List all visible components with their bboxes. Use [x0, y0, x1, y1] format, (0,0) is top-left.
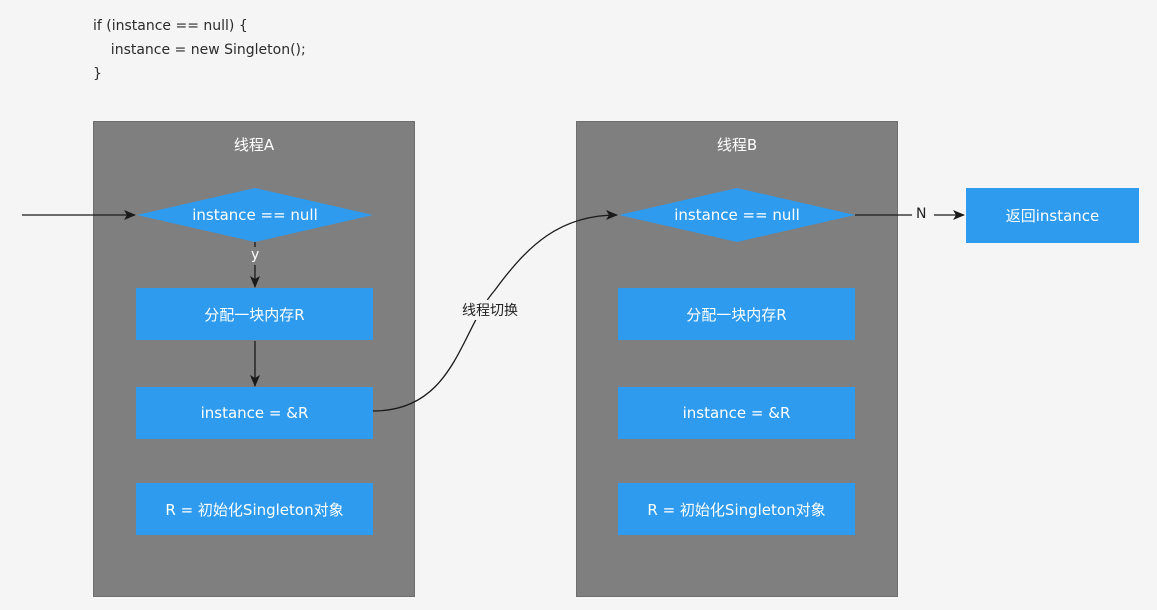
thread-switch-curve — [372, 210, 618, 412]
thread-b-allocate-box: 分配一块内存R — [618, 288, 855, 340]
thread-a-init-box: R = 初始化Singleton对象 — [136, 483, 373, 535]
code-line-3: } — [93, 66, 102, 82]
thread-a-assign-box: instance = &R — [136, 387, 373, 439]
thread-b-decision-diamond — [619, 188, 855, 242]
thread-b-title: 线程B — [716, 136, 758, 154]
thread-b-decision-label: instance == null — [674, 206, 800, 224]
code-line-2: instance = new Singleton(); — [93, 42, 306, 58]
no-label: N — [916, 206, 927, 222]
code-snippet: if (instance == null) { instance = new S… — [93, 14, 306, 86]
yes-label: y — [249, 247, 262, 263]
thread-a-decision-label: instance == null — [192, 206, 318, 224]
thread-switch-label: 线程切换 — [460, 300, 520, 320]
thread-b-init-box: R = 初始化Singleton对象 — [618, 483, 855, 535]
return-instance-box: 返回instance — [966, 188, 1139, 243]
thread-a-title: 线程A — [233, 136, 275, 154]
thread-a-decision-diamond — [137, 188, 373, 242]
thread-b-assign-box: instance = &R — [618, 387, 855, 439]
thread-a-allocate-box: 分配一块内存R — [136, 288, 373, 340]
code-line-1: if (instance == null) { — [93, 18, 248, 34]
